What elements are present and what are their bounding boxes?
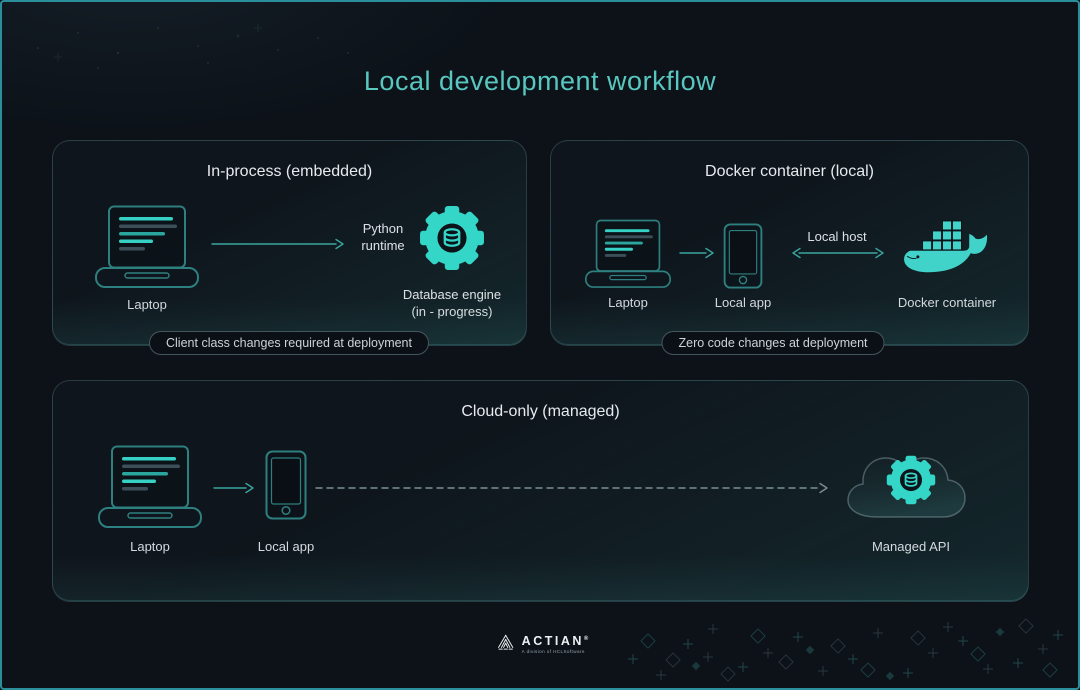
cloud-gear-icon (847, 441, 966, 518)
arrow-both-icon (792, 247, 884, 259)
local-host-label: Local host (807, 229, 867, 244)
trademark-symbol: ® (583, 636, 589, 642)
laptop-icon (585, 219, 671, 289)
docker-whale-icon (904, 220, 988, 273)
docker-container-label: Docker container (897, 295, 997, 310)
actian-logo: ACTIAN® A division of HCLSoftware (496, 632, 589, 655)
docker-deployment-badge: Zero code changes at deployment (661, 331, 885, 355)
database-engine-line1: Database engine (402, 287, 502, 302)
panel-docker-title: Docker container (local) (705, 163, 874, 180)
local-app-label: Local app (257, 539, 315, 554)
laptop-label: Laptop (130, 539, 170, 554)
dashed-arrow-right-icon (315, 482, 828, 494)
phone-icon (723, 223, 763, 289)
panel-in-process: In-process (embedded) Laptop Python runt… (52, 140, 527, 346)
database-gear-icon (419, 205, 485, 271)
laptop-label: Laptop (127, 297, 167, 312)
database-engine-line2: (in - progress) (411, 303, 493, 319)
laptop-icon (95, 205, 199, 289)
brand-tagline: A division of HCLSoftware (521, 649, 585, 655)
panel-docker-local: Docker container (local) Laptop Local ap… (550, 140, 1029, 346)
actian-triangle-icon (498, 634, 514, 650)
local-app-label: Local app (714, 295, 772, 310)
in-process-deployment-badge: Client class changes required at deploym… (149, 331, 429, 355)
panel-cloud-only: Cloud-only (managed) Laptop Local app (52, 380, 1029, 602)
arrow-right-icon (213, 482, 254, 494)
brand-name: ACTIAN® (521, 634, 589, 649)
laptop-label: Laptop (608, 295, 648, 310)
phone-icon (265, 449, 307, 521)
panel-cloud-title: Cloud-only (managed) (461, 403, 620, 420)
arrow-right-icon (679, 247, 714, 259)
database-engine-label: Database engine (in - progress) (375, 287, 529, 321)
panel-in-process-title: In-process (embedded) (206, 163, 373, 180)
page-title: Local development workflow (363, 66, 717, 96)
plus-diamond-pattern (627, 618, 1064, 682)
python-runtime-label: Python runtime (361, 221, 405, 253)
managed-api-label: Managed API (871, 539, 951, 554)
arrow-right-icon (211, 238, 344, 250)
laptop-icon (98, 445, 202, 529)
